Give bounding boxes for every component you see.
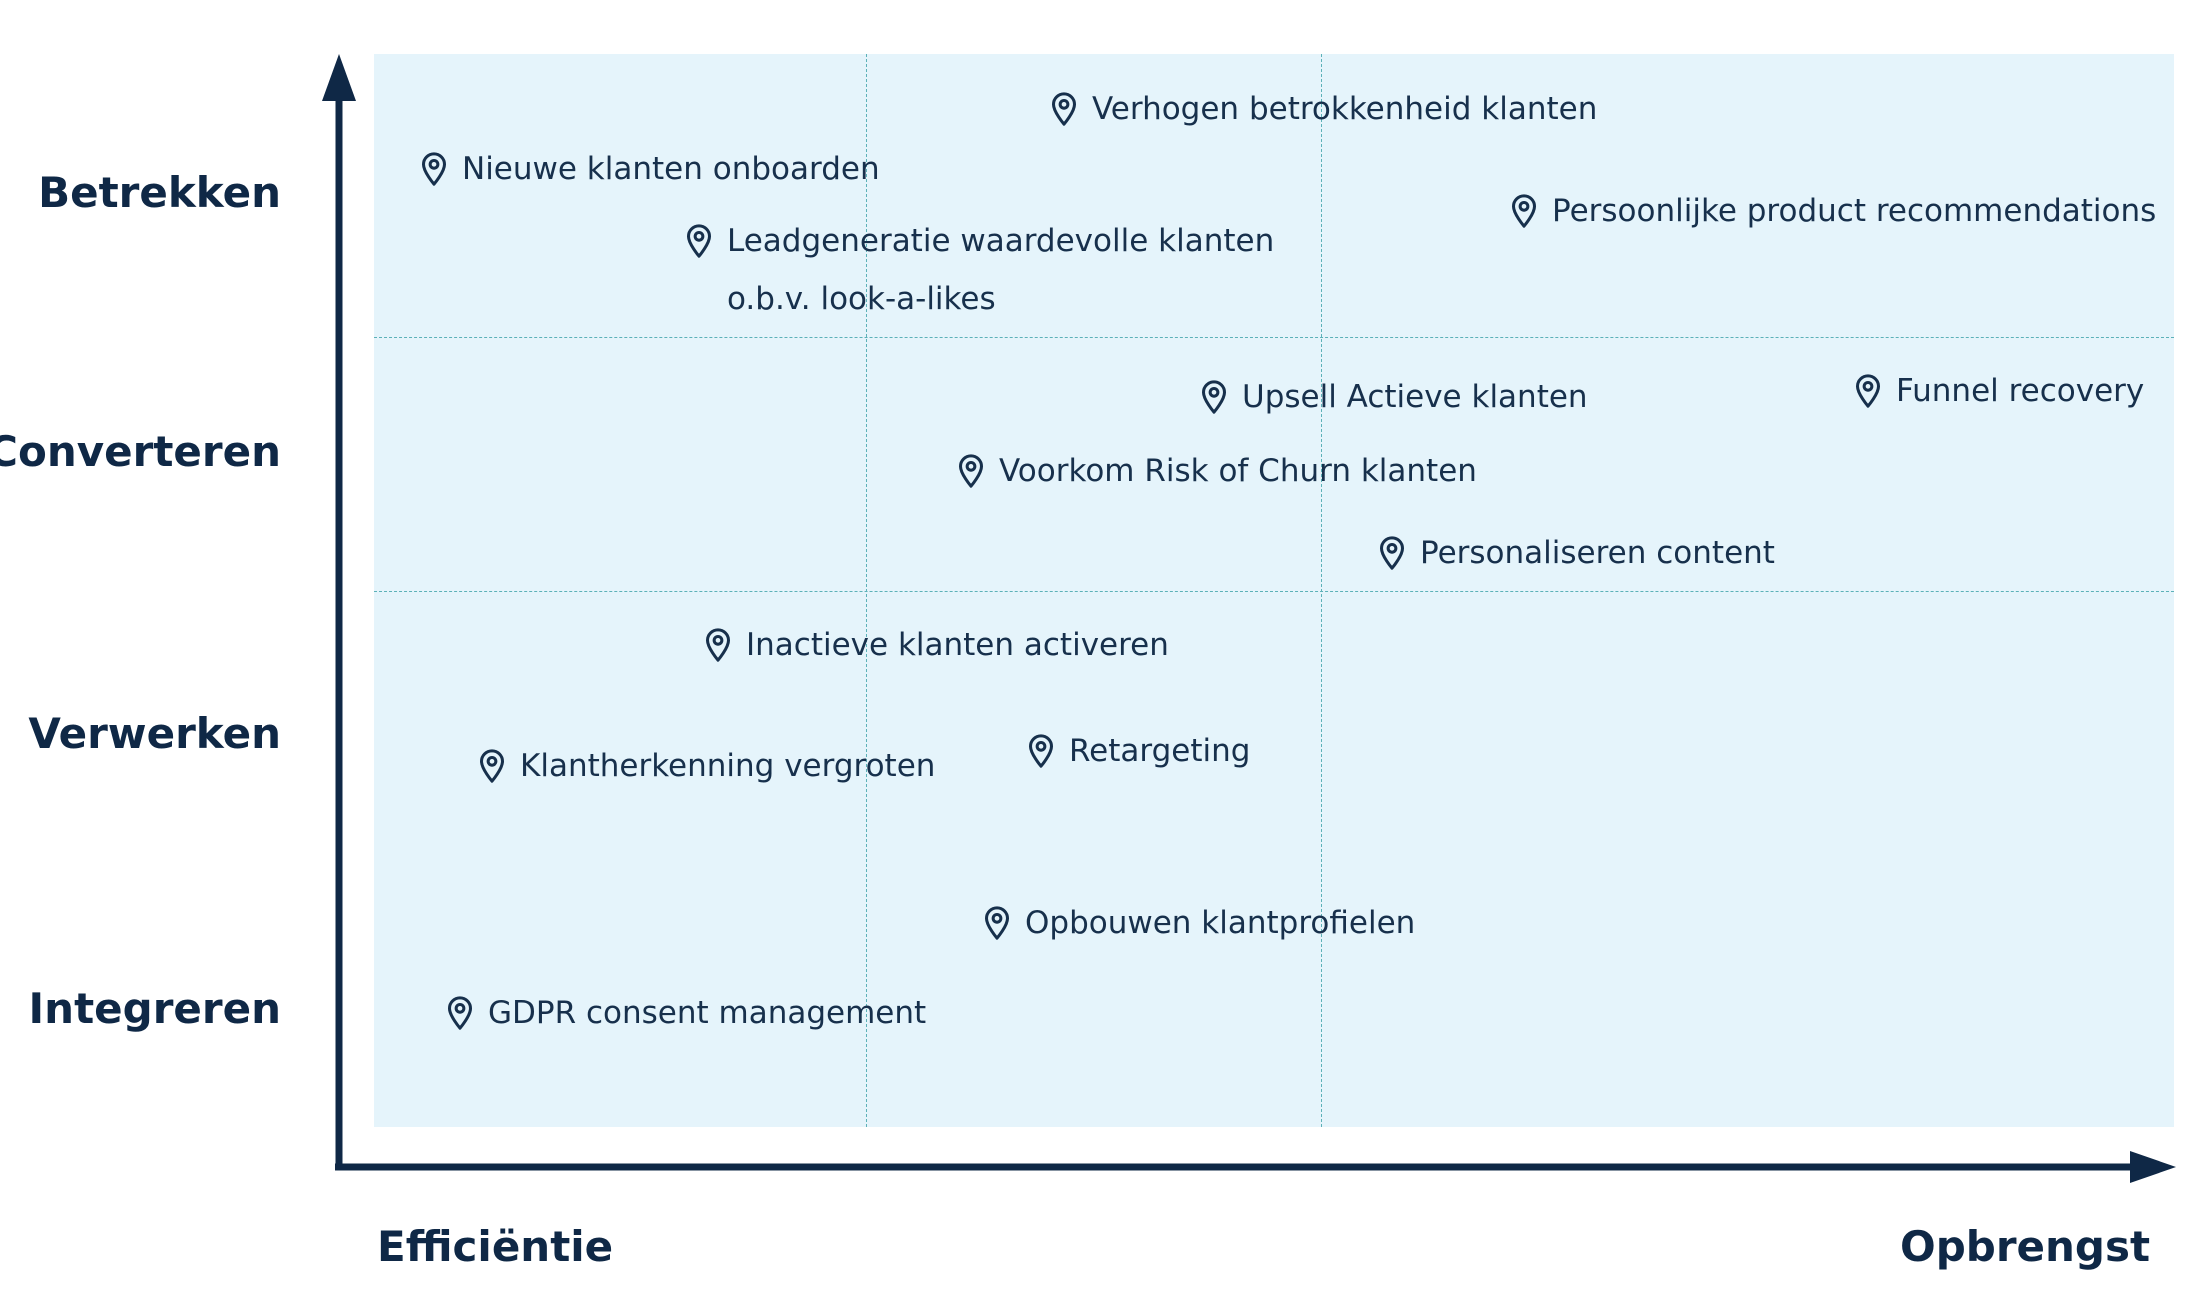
- location-pin-icon: [984, 906, 1010, 940]
- x-axis-label-opbrengst: Opbrengst: [1900, 1222, 2151, 1271]
- location-pin-icon: [1201, 380, 1227, 414]
- grid-line-horizontal-upper: [374, 337, 2174, 338]
- location-pin-icon: [1028, 734, 1054, 768]
- x-axis-arrowhead: [2130, 1151, 2176, 1183]
- item-label-line: Voorkom Risk of Churn klanten: [999, 453, 1477, 489]
- item-text: Leadgeneratie waardevolle klanten o.b.v. …: [727, 212, 1274, 328]
- plot-area: [374, 54, 2174, 1127]
- location-pin-icon: [1511, 194, 1537, 228]
- location-pin-icon: [686, 224, 712, 258]
- item-text: Opbouwen klantprofielen: [1025, 894, 1415, 952]
- item-inactieve-klanten-activeren: Inactieve klanten activeren: [704, 616, 1169, 674]
- item-persoonlijke-product-recommendations: Persoonlijke product recommendations: [1510, 182, 2156, 240]
- item-text: GDPR consent management: [488, 984, 926, 1042]
- item-label-line: Retargeting: [1069, 733, 1251, 769]
- item-upsell-actieve-klanten: Upsell Actieve klanten: [1200, 368, 1588, 426]
- y-axis-label-converteren: Converteren: [0, 427, 281, 476]
- item-label-line: Funnel recovery: [1896, 373, 2145, 409]
- item-label-line: Klantherkenning vergroten: [520, 748, 936, 784]
- y-axis-label-integreren: Integreren: [28, 984, 281, 1033]
- x-axis-label-efficientie: Efficiëntie: [377, 1222, 614, 1271]
- location-pin-icon: [705, 628, 731, 662]
- item-label-line: GDPR consent management: [488, 995, 927, 1031]
- location-pin-icon: [479, 749, 505, 783]
- item-gdpr-consent-management: GDPR consent management: [446, 984, 926, 1042]
- location-pin-icon: [1051, 92, 1077, 126]
- item-label-line: Personaliseren content: [1420, 535, 1775, 571]
- item-label-line: Verhogen betrokkenheid klanten: [1092, 91, 1598, 127]
- grid-line-vertical-right: [1321, 54, 1322, 1127]
- y-axis-label-verwerken: Verwerken: [28, 709, 281, 758]
- item-opbouwen-klantprofielen: Opbouwen klantprofielen: [983, 894, 1415, 952]
- grid-line-horizontal-lower: [374, 591, 2174, 592]
- item-label-line: Opbouwen klantprofielen: [1025, 905, 1416, 941]
- location-pin-icon: [421, 152, 447, 186]
- item-leadgeneratie-waardevolle-klanten: Leadgeneratie waardevolle klanten o.b.v. …: [685, 212, 1274, 328]
- location-pin-icon: [958, 454, 984, 488]
- item-funnel-recovery: Funnel recovery: [1854, 362, 2144, 420]
- item-text: Voorkom Risk of Churn klanten: [999, 442, 1477, 500]
- item-label-line: Leadgeneratie waardevolle klanten: [727, 223, 1275, 259]
- item-text: Verhogen betrokkenheid klanten: [1092, 80, 1597, 138]
- item-text: Upsell Actieve klanten: [1242, 368, 1588, 426]
- item-label-line: Inactieve klanten activeren: [746, 627, 1169, 663]
- item-text: Inactieve klanten activeren: [746, 616, 1169, 674]
- item-personaliseren-content: Personaliseren content: [1378, 524, 1775, 582]
- y-axis-label-betrekken: Betrekken: [38, 168, 281, 217]
- y-axis-arrowhead: [322, 54, 356, 101]
- item-text: Funnel recovery: [1896, 362, 2144, 420]
- item-retargeting: Retargeting: [1027, 722, 1250, 780]
- item-label-line: Persoonlijke product recommendations: [1552, 193, 2157, 229]
- item-klantherkenning-vergroten: Klantherkenning vergroten: [478, 737, 935, 795]
- item-label-line: Upsell Actieve klanten: [1242, 379, 1588, 415]
- item-label-line: o.b.v. look-a-likes: [727, 281, 996, 317]
- item-text: Personaliseren content: [1420, 524, 1775, 582]
- grid-line-vertical-left: [866, 54, 867, 1127]
- item-label-line: Nieuwe klanten onboarden: [462, 151, 880, 187]
- item-verhogen-betrokkenheid-klanten: Verhogen betrokkenheid klanten: [1050, 80, 1597, 138]
- item-voorkom-risk-of-churn-klanten: Voorkom Risk of Churn klanten: [957, 442, 1477, 500]
- location-pin-icon: [1855, 374, 1881, 408]
- item-text: Klantherkenning vergroten: [520, 737, 935, 795]
- item-text: Nieuwe klanten onboarden: [462, 140, 880, 198]
- item-text: Persoonlijke product recommendations: [1552, 182, 2156, 240]
- location-pin-icon: [447, 996, 473, 1030]
- location-pin-icon: [1379, 536, 1405, 570]
- item-text: Retargeting: [1069, 722, 1250, 780]
- item-nieuwe-klanten-onboarden: Nieuwe klanten onboarden: [420, 140, 880, 198]
